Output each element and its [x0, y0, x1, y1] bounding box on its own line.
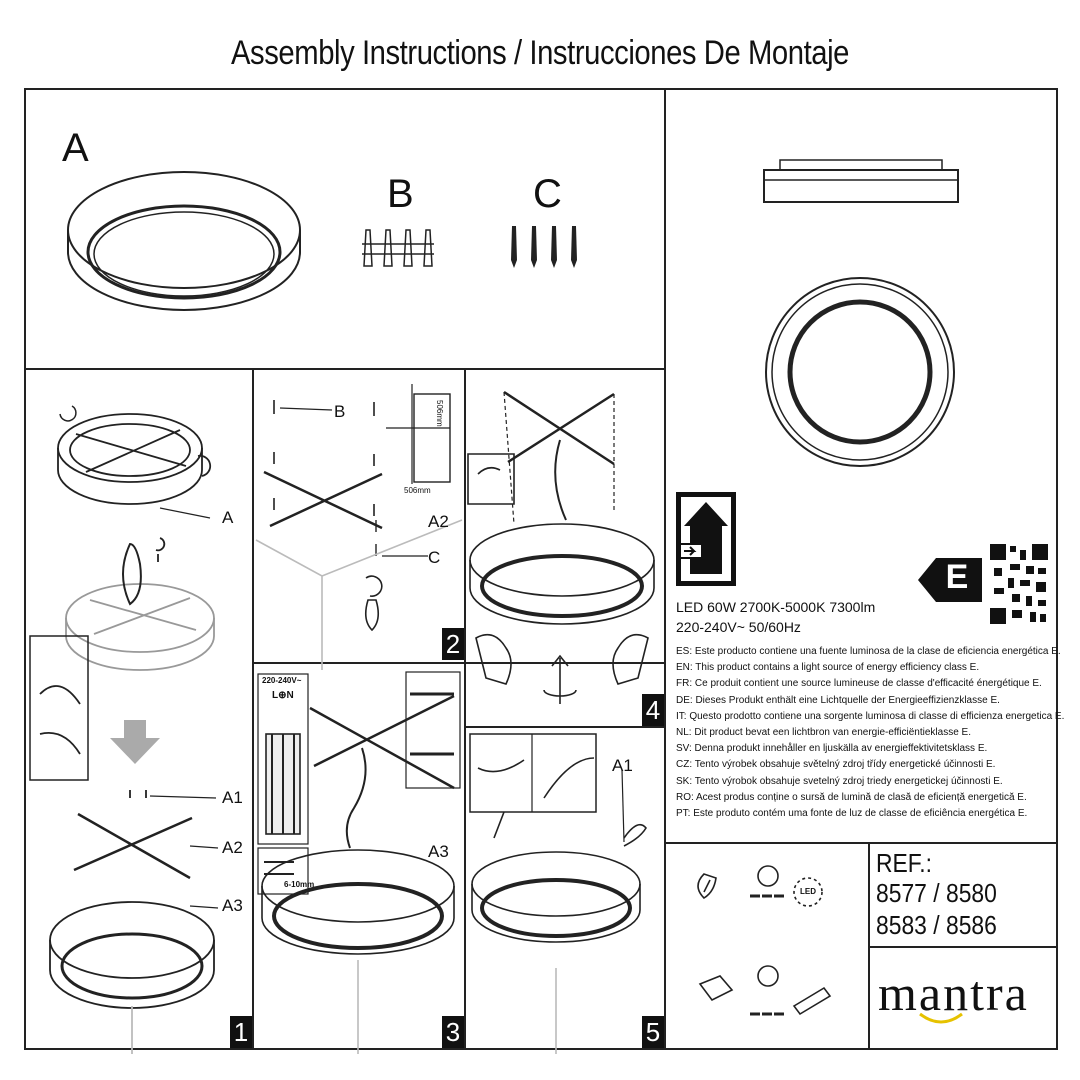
step2-label-a2: A2 — [428, 512, 449, 531]
energy-note-pt: PT: Este produto contém uma fonte de luz… — [676, 808, 1028, 820]
disposal-icons — [697, 865, 832, 1016]
lamp-side-and-top-view — [763, 159, 959, 467]
step3-lnn-label: L⊕N — [272, 690, 294, 701]
step-number-5: 5 — [642, 1016, 664, 1048]
brand-logo: mantra — [878, 965, 1029, 1021]
part-b-label: B — [387, 172, 414, 216]
part-c-label: C — [533, 172, 562, 216]
part-a-label: A — [62, 126, 89, 170]
step1-label-a: A — [222, 508, 234, 527]
step2-dimension-width: 506mm — [404, 486, 431, 495]
divider-ref-bottom — [868, 946, 1058, 948]
qr-code-icon — [990, 544, 1048, 624]
step2-label-c: C — [428, 548, 441, 567]
energy-class-arrow — [918, 558, 982, 602]
energy-note-de: DE: Dieses Produkt enthält eine Lichtque… — [676, 694, 1000, 706]
divider-step1-right — [252, 368, 254, 1050]
step1-drawing — [29, 405, 219, 1054]
divider-vertical-main — [664, 90, 666, 1050]
step1-label-a1: A1 — [222, 788, 243, 807]
wall-plugs-part-b-icon — [362, 229, 434, 267]
screws-part-c-icon — [511, 226, 577, 268]
spec-line-voltage: 220-240V~ 50/60Hz — [676, 619, 801, 635]
step2-drawing — [255, 384, 463, 670]
ref-numbers-line1: 8577 / 8580 — [876, 878, 997, 908]
broken-bulb-icon — [697, 873, 717, 900]
divider-notes-bottom — [666, 842, 1058, 844]
step-number-1: 1 — [230, 1016, 252, 1048]
step5-label-a1: A1 — [612, 756, 633, 775]
energy-note-sv: SV: Denna produkt innehåller en ljuskäll… — [676, 743, 988, 755]
page-title: Assembly Instructions / Instrucciones De… — [230, 34, 850, 72]
step3-label-a3: A3 — [428, 842, 449, 861]
energy-note-es: ES: Este producto contiene una fuente lu… — [676, 646, 1061, 657]
energy-note-en: EN: This product contains a light source… — [676, 662, 980, 674]
step3-drawing — [257, 671, 461, 1054]
divider-step2-right — [464, 368, 466, 1050]
step2-dimension-height: 506mm — [435, 400, 444, 427]
step-number-3: 3 — [442, 1016, 464, 1048]
step-number-2: 2 — [442, 628, 464, 660]
step5-drawing — [469, 733, 647, 1054]
brand-logo-smile — [919, 1012, 963, 1024]
divider-parts-bottom — [26, 368, 664, 370]
energy-note-it: IT: Questo prodotto contiene una sorgent… — [676, 710, 1065, 722]
ref-numbers-line2: 8583 / 8586 — [876, 910, 997, 940]
divider-step2-bottom — [252, 662, 664, 664]
spec-line-power: LED 60W 2700K-5000K 7300lm — [676, 599, 876, 615]
energy-note-cz: CZ: Tento výrobek obsahuje světelný zdro… — [676, 759, 996, 771]
energy-note-fr: FR: Ce produit contient une source lumin… — [676, 678, 1042, 690]
energy-notes-list: ES: Este producto contiene una fuente lu… — [676, 644, 1064, 822]
energy-note-sk: SK: Tento výrobok obsahuje svetelný zdro… — [676, 775, 1003, 787]
instruction-sheet-frame — [24, 88, 1058, 1050]
step1-label-a2: A2 — [222, 838, 243, 857]
divider-step4-bottom — [464, 726, 664, 728]
step2-label-b: B — [334, 402, 346, 421]
step4-drawing — [467, 390, 655, 704]
step1-label-a3: A3 — [222, 896, 243, 915]
ref-label: REF.: — [876, 848, 932, 878]
energy-class-letter: E — [945, 558, 969, 596]
led-icon-label: LED — [800, 887, 816, 896]
energy-note-nl: NL: Dit product bevat een lichtbron van … — [676, 727, 971, 739]
step-number-4: 4 — [642, 694, 664, 726]
step3-strip-length: 6-10mm — [284, 880, 315, 889]
energy-note-ro: RO: Acest produs conține o sursă de lumi… — [676, 791, 1027, 803]
indoor-use-house-icon — [676, 492, 736, 586]
lamp-part-a-drawing — [67, 171, 301, 311]
step3-voltage-label: 220-240V~ — [262, 676, 302, 685]
